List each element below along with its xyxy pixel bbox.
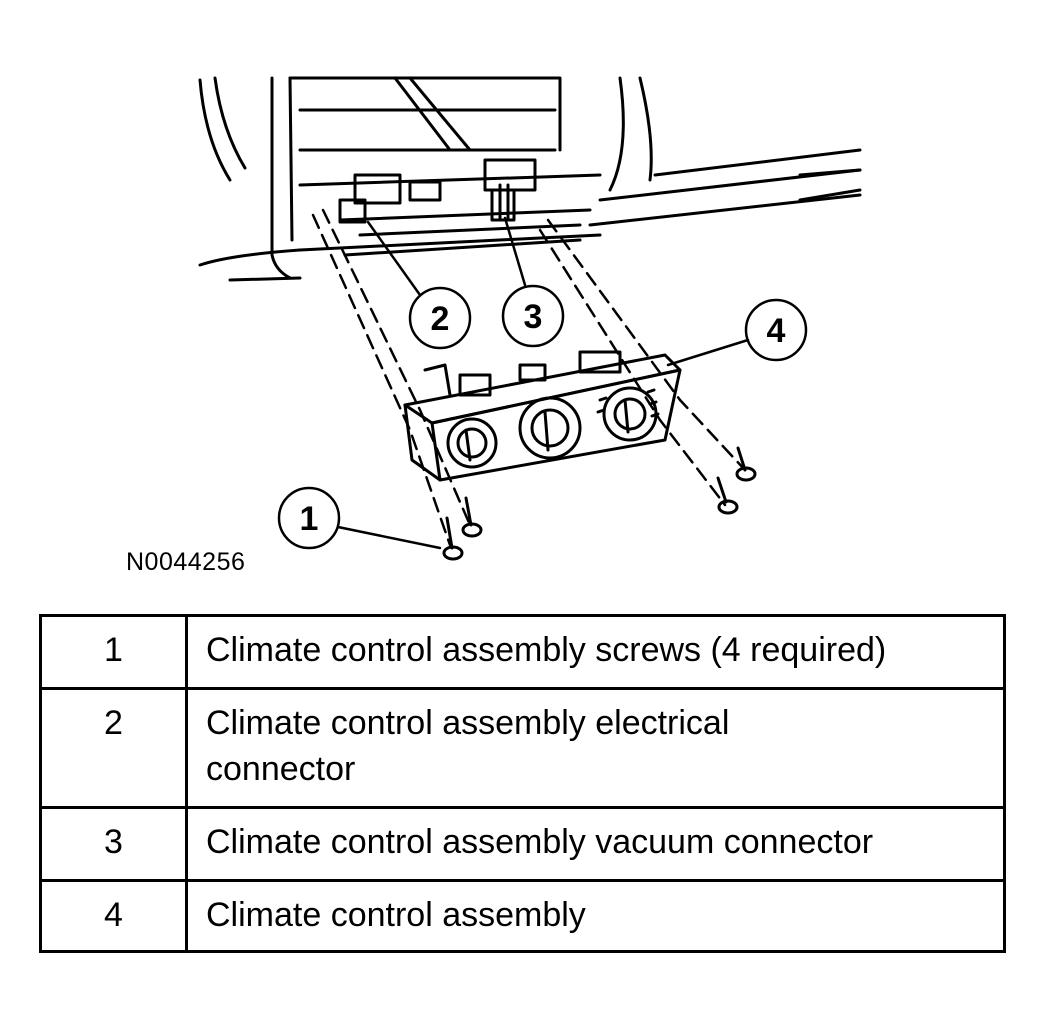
callout-circle-4 (744, 298, 808, 362)
callout-label-1: 1 (300, 500, 319, 538)
callout-circle-1 (277, 486, 341, 550)
callout-label-2: 2 (431, 300, 450, 338)
legend-row: 4 Climate control assembly (39, 879, 1006, 953)
legend-number: 2 (39, 687, 188, 809)
instrument-panel-opening (198, 76, 862, 282)
legend-row: 2 Climate control assembly electrical co… (39, 687, 1006, 809)
legend-description: Climate control assembly (185, 879, 1006, 953)
callout-circle-3 (501, 284, 565, 348)
legend-table: 1 Climate control assembly screws (4 req… (39, 614, 1006, 953)
legend-description: Climate control assembly vacuum connecto… (185, 806, 1006, 882)
vacuum-connector (483, 158, 537, 222)
callout-circle-2 (408, 286, 472, 350)
legend-row: 3 Climate control assembly vacuum connec… (39, 806, 1006, 882)
callout-label-4: 4 (767, 312, 786, 350)
legend-description: Climate control assembly electrical conn… (185, 687, 1006, 809)
legend-description: Climate control assembly screws (4 requi… (185, 614, 1006, 690)
callout-label-3: 3 (524, 298, 543, 336)
leader-lines (336, 216, 750, 550)
legend-number: 1 (39, 614, 188, 690)
legend-row: 1 Climate control assembly screws (4 req… (39, 614, 1006, 690)
legend-number: 3 (39, 806, 188, 882)
legend-number: 4 (39, 879, 188, 953)
alignment-lines (311, 208, 747, 547)
exploded-view-illustration: 1 2 3 4 (198, 76, 862, 561)
screw (442, 446, 757, 561)
electrical-connector (338, 173, 442, 224)
figure-code: N0044256 (126, 548, 246, 576)
climate-control-assembly (403, 350, 682, 482)
